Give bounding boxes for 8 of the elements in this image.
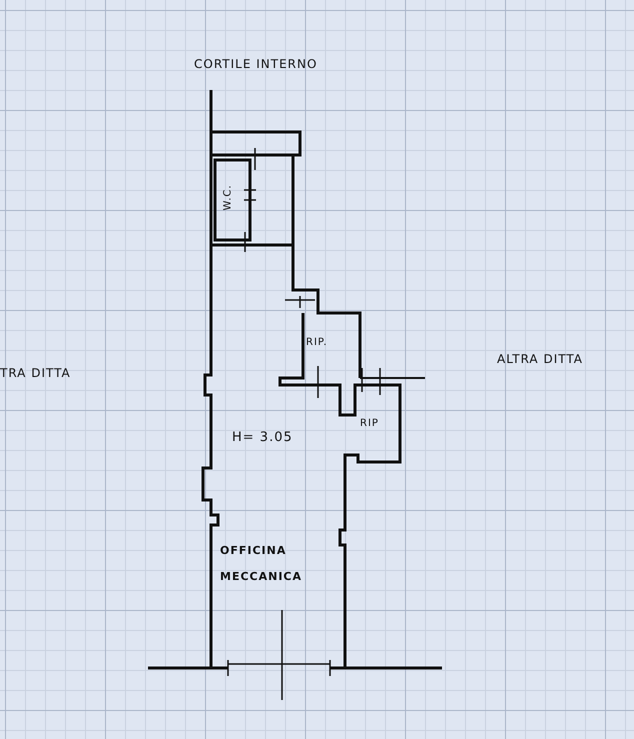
courtyard-label: CORTILE INTERNO <box>194 57 318 71</box>
room-label: OFFICINA MECCANICA <box>220 543 304 585</box>
ceiling-height-label: H= 3.05 <box>232 430 293 445</box>
room-label: W.C. <box>222 184 234 211</box>
neighbour-label: TRA DITTA <box>0 366 71 380</box>
neighbour-label: ALTRA DITTA <box>497 352 583 366</box>
room-label: RIP. <box>306 337 328 348</box>
room-label: RIP <box>360 418 379 429</box>
